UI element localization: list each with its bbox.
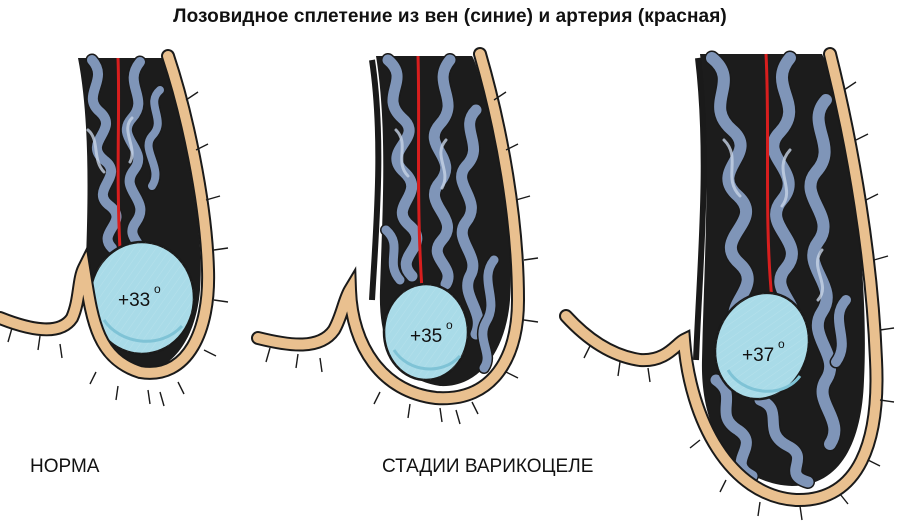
panel-stage-1: +35 o	[251, 47, 539, 425]
hairs	[7, 91, 229, 407]
diagram-title: Лозовидное сплетение из вен (синие) и ар…	[173, 6, 727, 27]
artery	[116, 57, 122, 251]
temperature-stage-1: +35	[410, 326, 442, 347]
vein-plexus	[704, 50, 853, 489]
temperature-stage-2: +37	[742, 345, 774, 366]
degree-normal: o	[154, 282, 161, 296]
degree-stage-1: o	[446, 318, 453, 332]
temperature-normal: +33	[118, 290, 150, 311]
panel-normal: +33 o	[0, 49, 229, 407]
vein-plexus	[85, 53, 166, 263]
caption-normal: НОРМА	[30, 456, 100, 477]
hairs	[265, 91, 539, 425]
artery	[416, 55, 424, 291]
artery	[764, 53, 774, 301]
panel-stage-2: +37 o	[559, 47, 895, 521]
hairs	[583, 81, 895, 521]
caption-stages: СТАДИИ ВАРИКОЦЕЛЕ	[382, 456, 594, 477]
degree-stage-2: o	[778, 337, 785, 351]
vein-plexus	[380, 53, 500, 374]
